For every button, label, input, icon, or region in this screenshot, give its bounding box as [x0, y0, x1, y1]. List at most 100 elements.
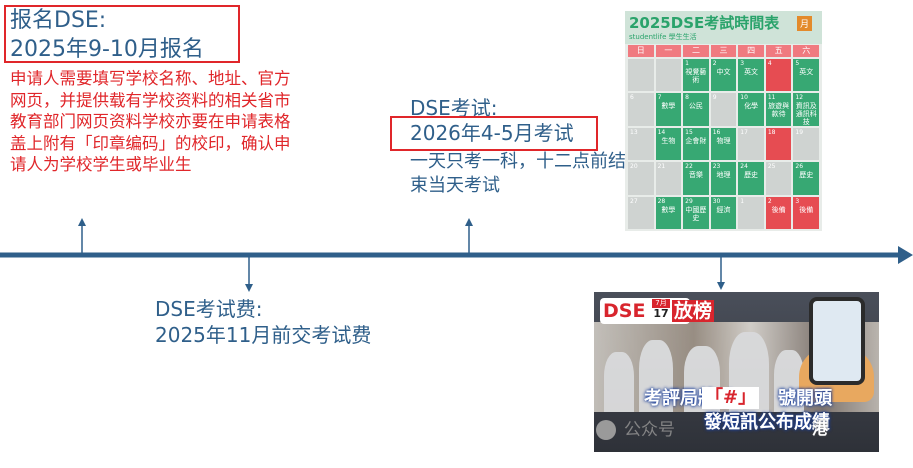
cell-subject: 旅遊與款待: [768, 102, 790, 119]
cell-date: 14: [657, 128, 666, 136]
cell-date: 27: [630, 197, 638, 205]
cell-date: 24: [740, 163, 748, 171]
timetable-cell: 4: [765, 59, 792, 92]
dse-badge: DSE: [603, 300, 646, 322]
caption-hash: 「#」: [702, 387, 760, 409]
weekday-label: 日: [628, 45, 654, 57]
cell-date: 16: [712, 128, 721, 136]
fee-description: 2025年11月前交考试费: [155, 323, 372, 347]
cell-subject: 歷史: [744, 171, 759, 180]
timetable-cell: 9: [710, 93, 737, 126]
registration-connector-arrow: [78, 218, 86, 226]
cell-subject: 後備: [771, 205, 786, 214]
cell-date: 7: [657, 94, 662, 102]
timetable-subtitle: studentlife 學生生活: [629, 33, 697, 41]
cell-date: 21: [657, 163, 666, 171]
registration-highlight-box: [4, 5, 240, 63]
student-figure: [604, 352, 634, 412]
registration-description: 申请人需要填写学校名称、地址、官方网页，并提供载有学校资料的相关省市教育部门网页…: [10, 69, 291, 174]
fee-connector-arrow: [245, 284, 253, 292]
cell-subject: 中文: [716, 68, 731, 76]
cell-date: 13: [630, 128, 638, 136]
weekday-label: 六: [793, 45, 820, 57]
watermark-logo: 港: [812, 419, 829, 438]
caption-post: 號開頭: [778, 388, 832, 409]
cell-subject: 地理: [716, 171, 731, 180]
cell-subject: 數學: [661, 205, 676, 214]
cell-date: 3: [740, 60, 745, 67]
cell-date: 5: [795, 60, 800, 67]
timetable-cell: [655, 59, 682, 92]
timetable-cell: 21: [655, 162, 682, 195]
cell-date: 4: [767, 60, 772, 67]
cell-subject: 物理: [716, 136, 731, 145]
cell-subject: 後備: [799, 205, 814, 214]
timetable-cell: 18: [765, 127, 792, 161]
cell-subject: 英文: [799, 68, 814, 76]
release-month: 7月: [652, 299, 670, 308]
cell-date: 1: [685, 60, 689, 67]
registration-period: 2025年9-10月报名: [10, 37, 204, 62]
cell-subject: 視覺藝術: [685, 68, 707, 84]
cell-subject: 資訊及通訊科技: [795, 102, 817, 126]
timetable-cell: 27: [628, 196, 654, 229]
exam-highlight-box: [390, 116, 598, 151]
release-day: 17: [652, 307, 670, 320]
weekday-label: 一: [655, 45, 682, 57]
timeline: [0, 218, 913, 292]
exam-timetable-image: 2025DSE考試時間表 studentlife 學生生活 月 日一二三四五六 …: [625, 11, 822, 231]
release-label: 放榜: [672, 300, 715, 322]
timetable-title: 2025DSE考試時間表: [629, 14, 780, 32]
cell-subject: 公民: [688, 102, 703, 111]
cell-subject: 生物: [661, 136, 676, 145]
wechat-icon: [596, 420, 616, 440]
student-figure: [639, 340, 673, 412]
cell-date: 15: [685, 128, 693, 136]
timetable-cell: 13: [628, 127, 654, 161]
fee-title: DSE考试费:: [155, 297, 263, 321]
cell-date: 22: [685, 163, 693, 171]
cell-date: 18: [767, 128, 776, 136]
cell-date: 25: [767, 163, 776, 171]
cell-date: 12: [795, 94, 804, 102]
results-connector-arrow: [717, 282, 725, 290]
cell-date: 10: [740, 94, 748, 102]
cell-date: 19: [795, 128, 804, 136]
exam-period: 2026年4-5月考试: [410, 121, 574, 145]
watermark-text: 公众号: [624, 420, 675, 440]
weekday-label: 四: [738, 45, 764, 57]
timetable-cell: 17: [738, 127, 764, 161]
cell-subject: 英文: [744, 68, 759, 76]
weekday-label: 三: [710, 45, 737, 57]
cell-subject: 中國歷史: [685, 205, 707, 222]
cell-date: 9: [712, 94, 717, 102]
cell-subject: 歷史: [799, 171, 814, 180]
cell-date: 29: [685, 197, 693, 205]
cell-date: 8: [685, 94, 689, 102]
timetable-cell: 19: [793, 127, 819, 161]
cell-date: 6: [630, 94, 634, 102]
news-caption-line2: 發短訊公布成績: [704, 412, 830, 433]
cell-date: 17: [740, 128, 748, 136]
cell-date: 26: [795, 163, 804, 171]
timetable-month: 月: [797, 16, 813, 31]
